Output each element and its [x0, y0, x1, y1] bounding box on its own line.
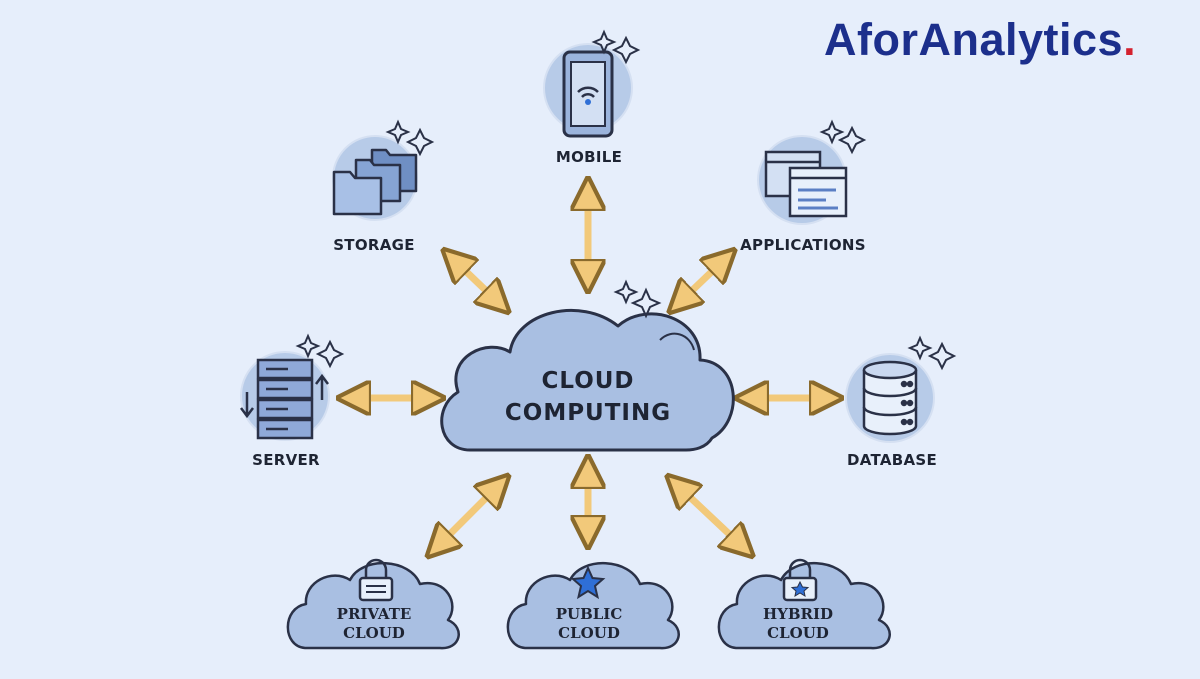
star-icon [570, 565, 606, 600]
hub-sparkle-icon [613, 279, 662, 319]
sparkle-icon [385, 119, 435, 157]
hybrid-cloud-line2: CLOUD [767, 624, 829, 642]
app-windows-icon [764, 150, 848, 218]
database-label: DATABASE [846, 451, 938, 469]
hybrid-cloud-line1: HYBRID [762, 605, 834, 623]
arrow-applications [678, 258, 726, 304]
hybrid-cloud-label: HYBRID CLOUD [763, 605, 833, 643]
sparkle-icon [295, 333, 345, 369]
public-cloud-node [506, 561, 680, 650]
sparkle-icon [591, 29, 641, 65]
hub-label: CLOUD COMPUTING [505, 365, 671, 429]
hub-label-line1: CLOUD [541, 368, 635, 394]
lock-star-icon [782, 558, 818, 602]
public-cloud-line1: PUBLIC [555, 605, 623, 623]
server-rack-icon [240, 358, 329, 440]
sparkle-icon [819, 119, 867, 155]
mobile-node [543, 29, 641, 138]
server-label: SERVER [252, 451, 320, 469]
public-cloud-line2: CLOUD [558, 624, 620, 642]
brand-name: AforAnalytics [824, 14, 1124, 65]
sparkle-icon [907, 335, 957, 371]
storage-node [332, 119, 435, 221]
private-cloud-node [286, 558, 460, 650]
private-cloud-line1: PRIVATE [336, 605, 412, 623]
brand-logo: AforAnalytics. [824, 14, 1136, 66]
hybrid-cloud-node [717, 558, 891, 650]
brand-dot: . [1123, 14, 1137, 65]
arrow-storage [452, 258, 500, 304]
padlock-icon [358, 558, 394, 602]
hub-label-line2: COMPUTING [504, 400, 672, 426]
folders-icon [332, 148, 418, 216]
applications-label: APPLICATIONS [740, 236, 866, 254]
mobile-label: MOBILE [555, 148, 623, 166]
public-cloud-label: PUBLIC CLOUD [556, 605, 623, 643]
server-node [240, 333, 345, 441]
private-cloud-label: PRIVATE CLOUD [337, 605, 412, 643]
storage-label: STORAGE [333, 236, 415, 254]
private-cloud-line2: CLOUD [343, 624, 405, 642]
database-node [845, 335, 957, 443]
cloud-icon [440, 309, 735, 452]
mobile-phone-icon [562, 50, 614, 138]
applications-node [757, 119, 867, 225]
connector-arrows [350, 190, 830, 548]
arrow-private-cloud [436, 484, 500, 548]
arrow-hybrid-cloud [676, 484, 744, 548]
database-icon [862, 360, 918, 436]
